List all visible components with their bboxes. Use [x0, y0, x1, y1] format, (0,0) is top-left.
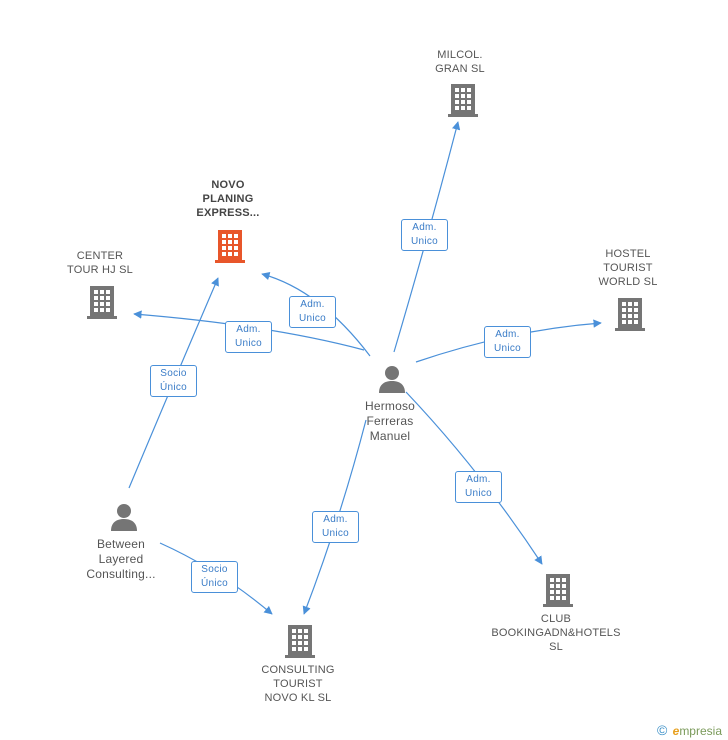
building-icon[interactable] — [447, 82, 479, 118]
building-icon[interactable] — [284, 623, 316, 659]
relation-badge-hermoso-hostel: Adm. Unico — [484, 326, 531, 358]
relation-badge-hermoso-center: Adm. Unico — [225, 321, 272, 353]
company-label-milcol[interactable]: MILCOL. GRAN SL — [435, 49, 485, 75]
building-icon[interactable] — [614, 296, 646, 332]
company-label-club[interactable]: CLUB BOOKINGADN&HOTELS SL — [491, 613, 621, 653]
empresia-watermark: © empresia — [657, 722, 722, 738]
person-icon[interactable] — [377, 364, 407, 394]
person-label-hermoso[interactable]: Hermoso Ferreras Manuel — [364, 399, 416, 443]
building-icon[interactable] — [542, 572, 574, 608]
relation-badge-hermoso-milcol: Adm. Unico — [401, 219, 448, 251]
company-label-consulting[interactable]: CONSULTING TOURIST NOVO KL SL — [261, 664, 335, 704]
company-label-novo[interactable]: NOVO PLANING EXPRESS... — [196, 179, 260, 219]
relation-badge-hermoso-club: Adm. Unico — [455, 471, 502, 503]
relation-badge-hermoso-novo: Adm. Unico — [289, 296, 336, 328]
relation-badge-hermoso-consulting: Adm. Unico — [312, 511, 359, 543]
copyright-symbol: © — [656, 722, 668, 738]
building-icon[interactable] — [214, 228, 246, 264]
person-label-between[interactable]: Between Layered Consulting... — [86, 537, 156, 581]
relation-badge-between-novo: Socio Único — [150, 365, 197, 397]
company-label-center[interactable]: CENTER TOUR HJ SL — [67, 250, 133, 276]
relation-badge-between-consulting: Socio Único — [191, 561, 238, 593]
building-icon[interactable] — [86, 284, 118, 320]
brand-logo-initial: e — [672, 724, 680, 738]
person-icon[interactable] — [109, 502, 139, 532]
brand-logo-text: mpresia — [679, 724, 722, 738]
company-label-hostel[interactable]: HOSTEL TOURIST WORLD SL — [598, 248, 658, 288]
